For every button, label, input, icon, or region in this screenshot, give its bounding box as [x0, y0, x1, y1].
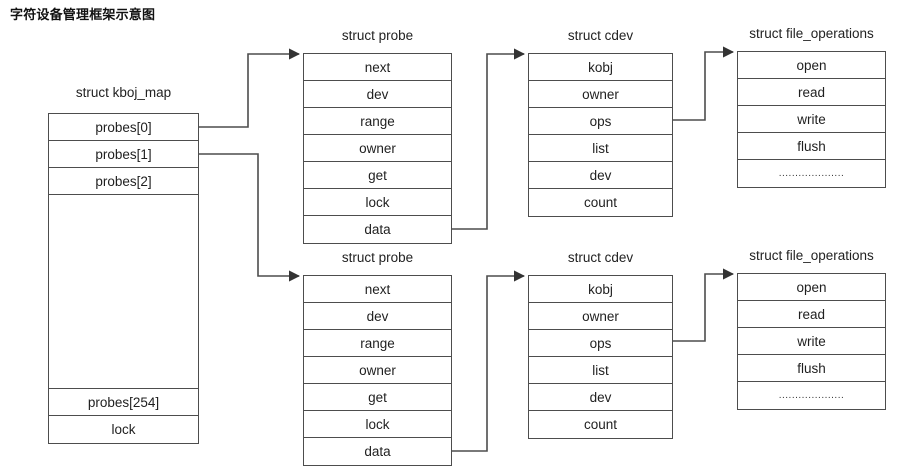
field-row[interactable]: probes[254]: [49, 389, 198, 416]
field-row[interactable]: lock: [49, 416, 198, 443]
struct-cdev-bottom-table: kobj owner ops list dev count: [528, 275, 673, 439]
field-row[interactable]: ops: [529, 330, 672, 357]
field-row[interactable]: lock: [304, 411, 451, 438]
field-row[interactable]: owner: [304, 357, 451, 384]
field-row[interactable]: flush: [738, 355, 885, 382]
field-row[interactable]: owner: [529, 303, 672, 330]
field-row[interactable]: dev: [304, 81, 451, 108]
connector-probes0-to-probe-top: [199, 48, 301, 128]
field-row[interactable]: owner: [529, 81, 672, 108]
field-row[interactable]: list: [529, 135, 672, 162]
struct-probe-bottom-caption: struct probe: [341, 250, 414, 265]
field-row[interactable]: next: [304, 54, 451, 81]
field-row[interactable]: write: [738, 106, 885, 133]
field-row[interactable]: get: [304, 384, 451, 411]
struct-file-operations-top-caption: struct file_operations: [749, 26, 874, 41]
field-row-empty: [49, 195, 198, 389]
field-row[interactable]: next: [304, 276, 451, 303]
field-row[interactable]: read: [738, 301, 885, 328]
field-row[interactable]: data: [304, 438, 451, 465]
field-row[interactable]: probes[2]: [49, 168, 198, 195]
field-row[interactable]: data: [304, 216, 451, 243]
field-row[interactable]: list: [529, 357, 672, 384]
field-row[interactable]: range: [304, 330, 451, 357]
field-row[interactable]: open: [738, 274, 885, 301]
field-row[interactable]: lock: [304, 189, 451, 216]
field-row[interactable]: write: [738, 328, 885, 355]
struct-probe-top-caption: struct probe: [341, 28, 414, 43]
struct-probe-top-table: next dev range owner get lock data: [303, 53, 452, 244]
field-row-ellipsis: ....................: [738, 160, 885, 187]
connector-cdev-top-ops-to-fops-top: [673, 46, 735, 121]
field-row[interactable]: probes[0]: [49, 114, 198, 141]
connector-probe-bottom-data-to-cdev-bottom: [452, 270, 526, 452]
field-row-ellipsis: ....................: [738, 382, 885, 409]
struct-file-operations-bottom-table: open read write flush ..................…: [737, 273, 886, 410]
field-row[interactable]: kobj: [529, 54, 672, 81]
connector-cdev-bottom-ops-to-fops-bottom: [673, 268, 735, 342]
field-row[interactable]: read: [738, 79, 885, 106]
struct-file-operations-bottom-caption: struct file_operations: [749, 248, 874, 263]
field-row[interactable]: get: [304, 162, 451, 189]
field-row[interactable]: dev: [529, 162, 672, 189]
field-row[interactable]: open: [738, 52, 885, 79]
field-row[interactable]: count: [529, 411, 672, 438]
struct-cdev-top-caption: struct cdev: [567, 28, 634, 43]
field-row[interactable]: dev: [529, 384, 672, 411]
field-row[interactable]: dev: [304, 303, 451, 330]
field-row[interactable]: kobj: [529, 276, 672, 303]
field-row[interactable]: owner: [304, 135, 451, 162]
struct-kboj-map-caption: struct kboj_map: [75, 85, 172, 100]
struct-probe-bottom-table: next dev range owner get lock data: [303, 275, 452, 466]
page-title: 字符设备管理框架示意图: [10, 7, 156, 22]
struct-cdev-bottom-caption: struct cdev: [567, 250, 634, 265]
field-row[interactable]: range: [304, 108, 451, 135]
connector-probes1-to-probe-bottom: [199, 153, 301, 282]
field-row[interactable]: ops: [529, 108, 672, 135]
struct-kboj-map-table: probes[0] probes[1] probes[2] probes[254…: [48, 113, 199, 444]
struct-file-operations-top-table: open read write flush ..................…: [737, 51, 886, 188]
field-row[interactable]: count: [529, 189, 672, 216]
connector-probe-top-data-to-cdev-top: [452, 48, 526, 230]
field-row[interactable]: flush: [738, 133, 885, 160]
field-row[interactable]: probes[1]: [49, 141, 198, 168]
struct-cdev-top-table: kobj owner ops list dev count: [528, 53, 673, 217]
